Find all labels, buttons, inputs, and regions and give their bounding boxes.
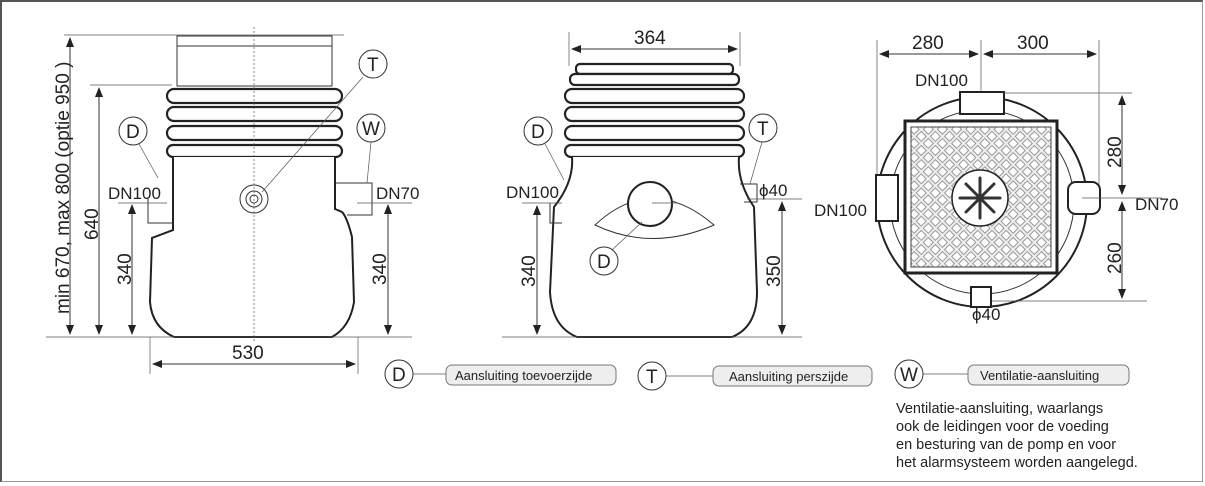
dim-right: 300 [1017, 33, 1049, 54]
front-view: min 670, max 800 (optie 950 ) 640 340 34… [46, 27, 419, 374]
inlet-label: DN100 [506, 183, 559, 202]
pressure-label: ϕ40 [759, 181, 787, 200]
dim-upper: 280 [1105, 136, 1126, 168]
total-height-dimension: min 670, max 800 (optie 950 ) [53, 62, 74, 314]
callout-d2: D [597, 252, 611, 273]
legend-label-d: Aansluiting toevoerzijde [455, 368, 592, 383]
side-view: 364 340 350 DN100 ϕ40 D T D [502, 28, 802, 338]
vent-label: DN70 [1135, 195, 1178, 214]
top-width-dimension: 364 [634, 28, 666, 49]
vent-height-dimension: 340 [370, 253, 391, 285]
legend-item-w: W Ventilatie-aansluiting [894, 359, 1130, 389]
svg-text:D: D [392, 365, 406, 386]
callout-d: D [531, 122, 545, 143]
legend-item-d: D Aansluiting toevoerzijde [384, 359, 617, 389]
pressure-label: ϕ40 [972, 305, 1000, 324]
vent-label: DN70 [376, 184, 419, 203]
legend-label-t: Aansluiting perszijde [729, 369, 848, 384]
callout-t: T [367, 55, 379, 76]
inlet-height-dimension: 340 [115, 253, 136, 285]
width-dimension: 530 [232, 343, 264, 364]
dim-left: 280 [912, 33, 944, 54]
legend-label-w: Ventilatie-aansluiting [980, 368, 1099, 383]
top-view: 280 300 280 260 DN100 DN100 DN70 ϕ40 [814, 33, 1178, 324]
legend: D Aansluiting toevoerzijde T Aansluiting… [384, 359, 1130, 391]
dim-lower: 260 [1105, 242, 1126, 274]
height-640-dimension: 640 [82, 208, 103, 240]
top-inlet-label: DN100 [915, 71, 968, 90]
inlet-height-dimension: 340 [519, 255, 540, 287]
left-inlet-label: DN100 [814, 201, 867, 220]
inlet-label: DN100 [108, 184, 161, 203]
ventilation-note: Ventilatie-aansluiting, waarlangs ook de… [896, 401, 1138, 471]
pressure-height-dimension: 350 [764, 255, 785, 287]
callout-t: T [757, 119, 769, 140]
svg-text:T: T [646, 367, 658, 388]
legend-item-t: T Aansluiting perszijde [637, 361, 873, 391]
callout-w: W [362, 119, 380, 140]
svg-text:W: W [900, 365, 918, 386]
callout-d: D [126, 122, 140, 143]
